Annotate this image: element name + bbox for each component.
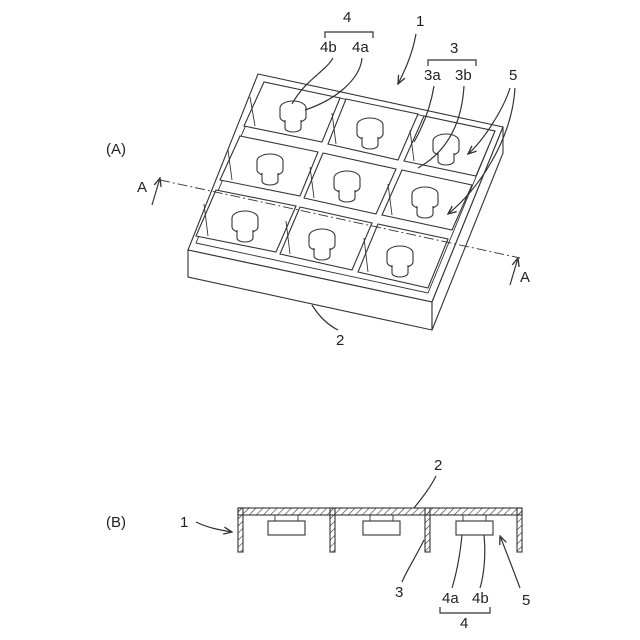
ref-b-4a: 4a — [442, 590, 459, 607]
ref-2: 2 — [336, 332, 344, 349]
outer-wall-right — [517, 508, 522, 552]
cross-section — [238, 508, 522, 552]
ref-b-4: 4 — [460, 615, 468, 632]
figure-b-label: (B) — [106, 514, 126, 531]
figure-a-label: (A) — [106, 141, 126, 158]
figure-b: (B) 1 2 3 — [106, 457, 530, 632]
bracket-3 — [428, 60, 476, 66]
section-mark-right: A — [520, 269, 530, 286]
ref-1: 1 — [416, 13, 424, 30]
ref-5: 5 — [509, 67, 517, 84]
partition-wall — [330, 508, 335, 552]
ref-4a: 4a — [352, 39, 369, 56]
bumper-section — [268, 521, 305, 535]
ref-b-1: 1 — [180, 514, 188, 531]
bracket-b-4 — [440, 607, 490, 613]
bumper-section — [363, 521, 400, 535]
bracket-4 — [325, 32, 373, 38]
figure-a: (A) — [106, 9, 530, 349]
ref-b-2: 2 — [434, 457, 442, 474]
section-mark-left: A — [137, 179, 147, 196]
base-plate-section — [238, 508, 522, 515]
ref-3a: 3a — [424, 67, 441, 84]
ref-3: 3 — [450, 40, 458, 57]
ref-b-4b: 4b — [472, 590, 489, 607]
ref-b-3: 3 — [395, 584, 403, 601]
ref-4: 4 — [343, 9, 351, 26]
partition-wall — [425, 508, 430, 552]
ref-3b: 3b — [455, 67, 472, 84]
ref-b-5: 5 — [522, 592, 530, 609]
outer-wall-left — [238, 508, 243, 552]
reference-labels-b: 1 2 3 4a 4b 4 5 — [180, 457, 530, 632]
ref-4b: 4b — [320, 39, 337, 56]
bumper-section — [456, 521, 493, 535]
